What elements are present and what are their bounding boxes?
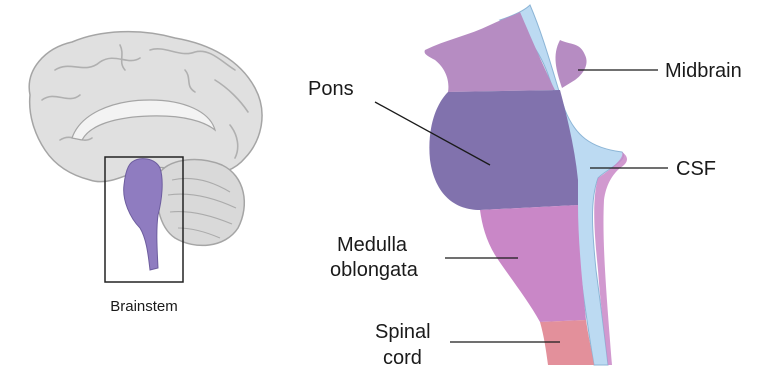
midbrain-tectum bbox=[556, 40, 587, 88]
brainstem-caption: Brainstem bbox=[110, 298, 178, 315]
midbrain-label: Midbrain bbox=[665, 60, 742, 82]
spinal-cord-label-line1: Spinal bbox=[375, 321, 431, 343]
brainstem-detail bbox=[425, 5, 627, 365]
csf-label: CSF bbox=[676, 158, 716, 180]
brainstem-highlight bbox=[124, 159, 162, 270]
spinal-cord-label-line2: cord bbox=[383, 347, 422, 369]
pons-region bbox=[429, 90, 578, 210]
brain-illustration: Brainstem bbox=[29, 32, 262, 315]
medulla-label-line1: Medulla bbox=[337, 234, 408, 256]
medulla-region bbox=[480, 205, 586, 322]
medulla-label-line2: oblongata bbox=[330, 259, 419, 281]
pons-label: Pons bbox=[308, 78, 354, 100]
cerebellum bbox=[157, 160, 244, 246]
